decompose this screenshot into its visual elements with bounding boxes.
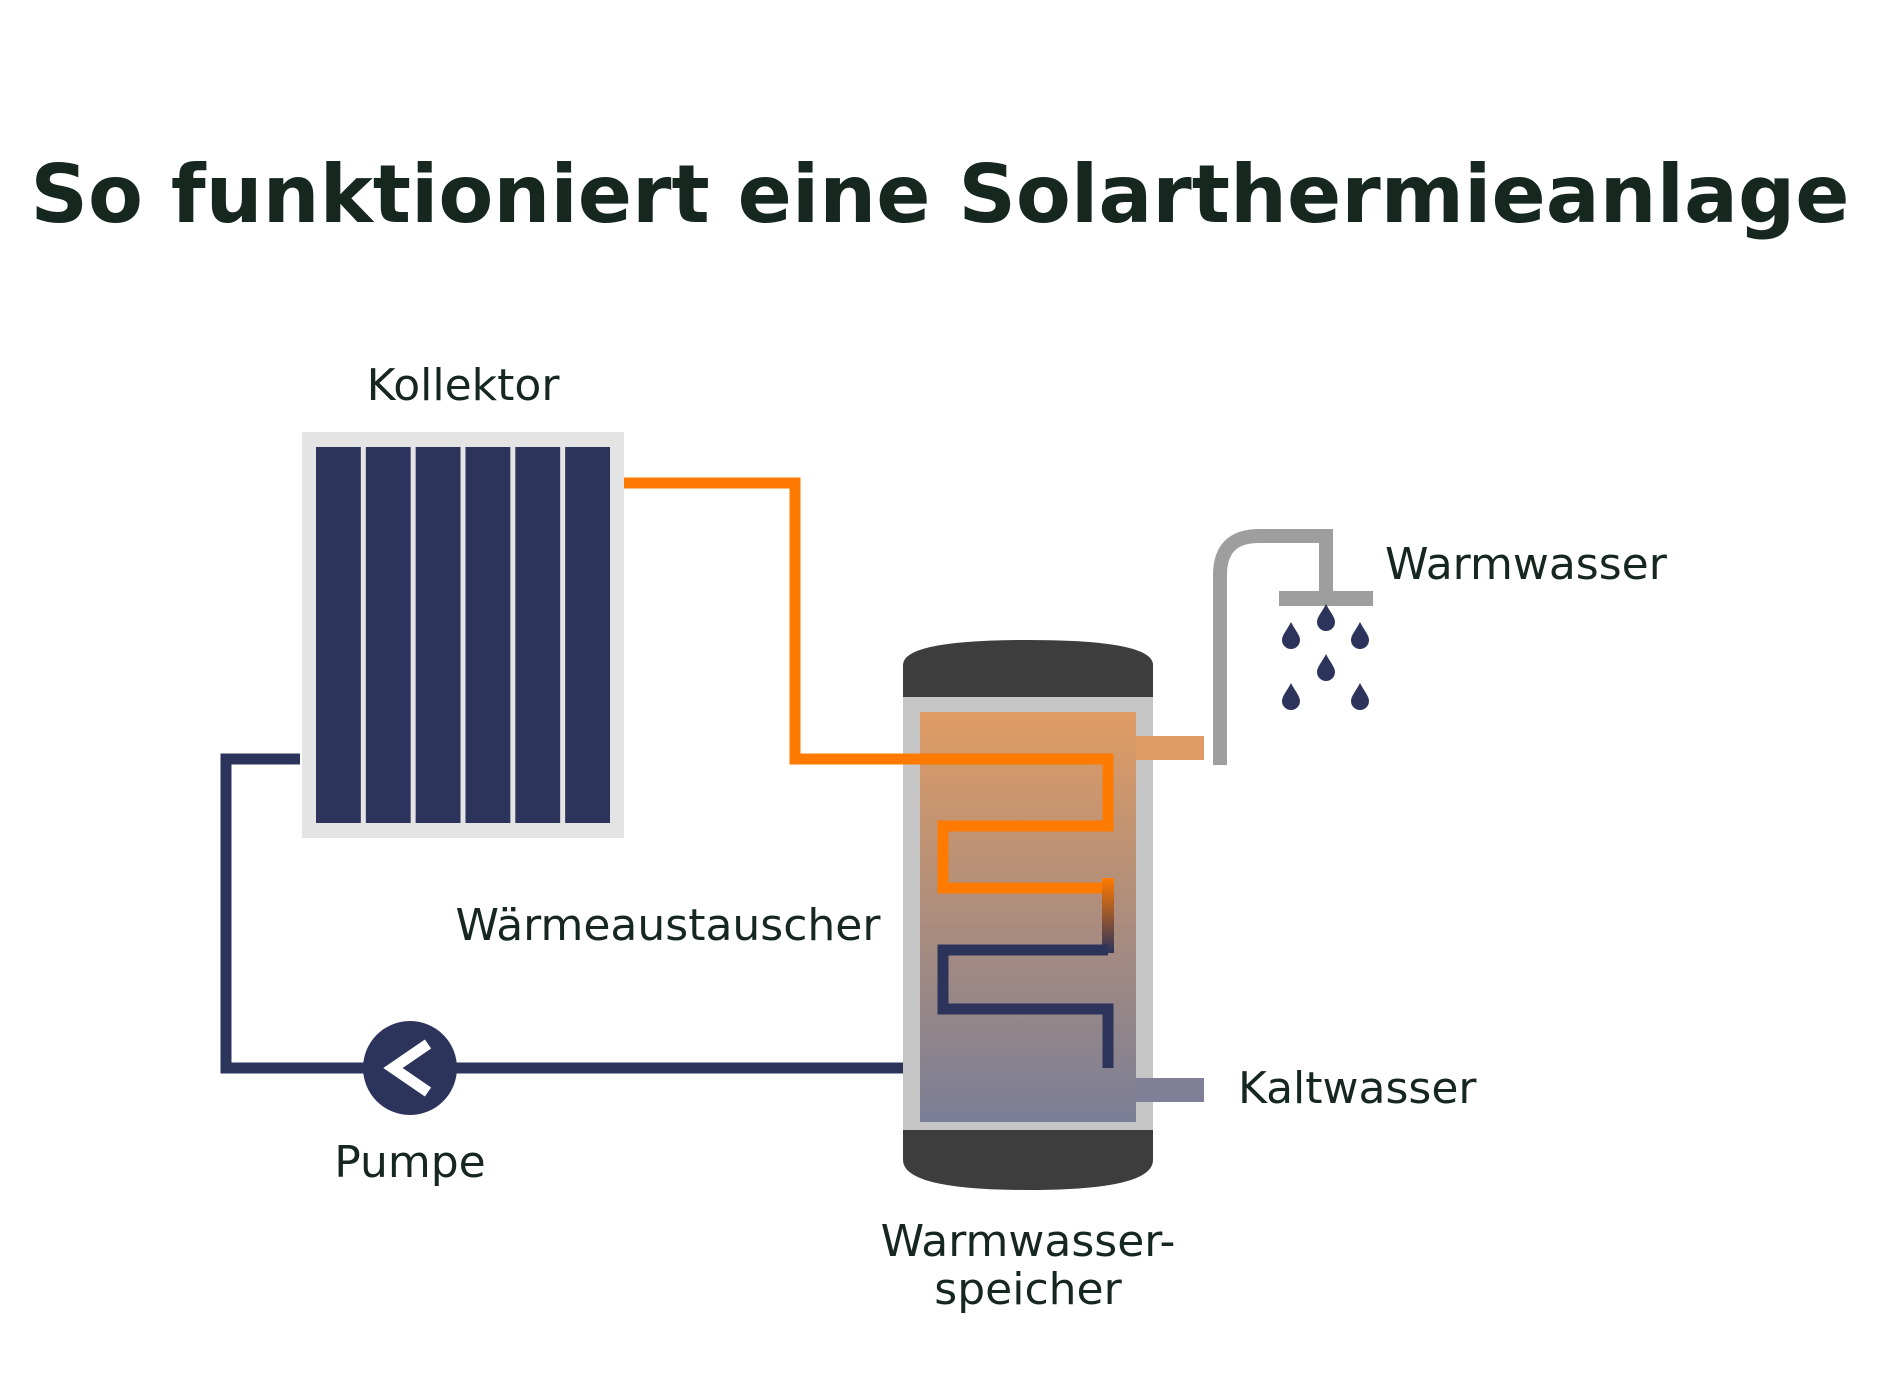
collector-panel: [415, 447, 461, 823]
hot-supply-pipe: [624, 477, 1114, 894]
tank-top-cap: [903, 640, 1153, 697]
storage-tank: [903, 640, 1153, 1190]
label-storage-line2: speicher: [934, 1264, 1122, 1315]
water-drop-icon: [1351, 683, 1369, 710]
coil-transition-segment: [1102, 878, 1114, 953]
label-pump: Pumpe: [334, 1137, 486, 1188]
collector-panel: [365, 447, 411, 823]
water-drop-icon: [1282, 683, 1300, 710]
shower-head-icon: [1213, 529, 1373, 765]
page-title: So funktioniert eine Solarthermieanlage: [30, 148, 1849, 241]
pump-chevron-left-icon: [383, 1039, 432, 1097]
water-drop-icon: [1282, 622, 1300, 649]
water-drop-icon: [1317, 654, 1335, 681]
collector-panel: [515, 447, 561, 823]
tank-water: [920, 712, 1136, 1122]
water-drop-icon: [1351, 622, 1369, 649]
hot-water-outlet: [1136, 736, 1204, 760]
collector: [302, 432, 624, 838]
label-cold-water: Kaltwasser: [1238, 1063, 1477, 1114]
label-storage-line1: Warmwasser-: [881, 1216, 1176, 1267]
label-heat-exchanger: Wärmeaustauscher: [456, 900, 882, 951]
pump-body: [363, 1021, 457, 1115]
water-drops: [1282, 604, 1369, 710]
collector-panel: [465, 447, 511, 823]
collector-panels: [316, 447, 610, 823]
shower-pipe: [1213, 529, 1333, 765]
label-hot-water: Warmwasser: [1385, 539, 1668, 590]
water-drop-icon: [1317, 604, 1335, 631]
collector-panel: [316, 447, 361, 823]
tank-bottom-cap: [903, 1130, 1153, 1190]
cold-water-inlet: [1136, 1078, 1204, 1102]
collector-panel: [565, 447, 610, 823]
label-collector: Kollektor: [367, 360, 561, 411]
shower-bar: [1279, 591, 1373, 606]
cold-coil-pipe: [937, 944, 1114, 1068]
pump: [363, 1021, 457, 1115]
cold-return-pipe: [220, 753, 1108, 1074]
